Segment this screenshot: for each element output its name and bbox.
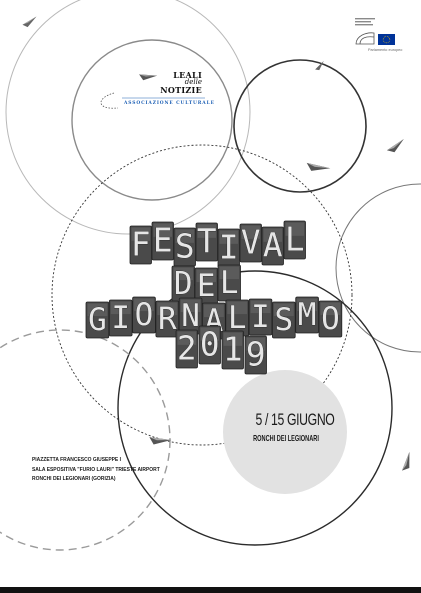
title-letter: 0 — [200, 326, 220, 364]
title-letter-tile: I — [108, 299, 133, 337]
title-letter-tile: R — [155, 300, 180, 338]
paper-plane-icon — [386, 139, 404, 153]
festival-place: RONCHI DEI LEGIONARI — [253, 433, 319, 443]
title-letter-tile: G — [85, 301, 110, 339]
logo-line-1: LEALI — [173, 70, 202, 80]
title-letter: I — [111, 300, 130, 336]
title-letter-tile: I — [248, 298, 273, 336]
orbit-circle-dashed — [0, 329, 171, 551]
title-letter-tile: S — [173, 227, 196, 267]
orbit-circle-lower — [117, 270, 393, 546]
title-letter-tile: M — [295, 296, 319, 334]
title-letter-tile: O — [132, 296, 156, 334]
title-letter-tile: E — [194, 267, 218, 305]
title-letter: I — [251, 299, 270, 335]
orbit-circle-large — [5, 0, 251, 235]
title-letter: R — [158, 301, 177, 337]
logo-tail-dots — [100, 92, 119, 109]
title-letter: 2 — [177, 330, 197, 368]
title-letter: T — [197, 223, 217, 261]
venue-address: PIAZZETTA FRANCESCO GIUSEPPE I SALA ESPO… — [32, 456, 171, 485]
title-letter-tile: F — [129, 225, 152, 265]
title-letter-tile: N — [178, 297, 203, 335]
logo-line-2: delle — [184, 78, 202, 86]
title-letter: 9 — [246, 336, 266, 374]
title-letter: L — [285, 221, 305, 259]
logo-line-3: NOTIZIE — [160, 85, 202, 95]
title-letter-tile: 1 — [221, 330, 244, 370]
title-letter: E — [153, 222, 173, 260]
paper-plane-icon — [149, 437, 172, 445]
partner-label: Parlamento europeo — [368, 48, 403, 52]
title-letter: M — [298, 297, 317, 333]
title-letter-tile: L — [283, 220, 306, 260]
venue-line: RONCHI DEI LEGIONARI (GORIZIA) — [32, 476, 116, 482]
title-letter-tile: E — [151, 221, 174, 261]
title-letter: I — [219, 229, 239, 267]
title-letter-tile: 0 — [198, 325, 221, 365]
paper-plane-icon — [402, 451, 410, 471]
title-letter: S — [175, 228, 195, 266]
orbit-circle-dark — [233, 59, 367, 193]
title-letter: F — [131, 226, 151, 264]
title-letter: S — [274, 302, 293, 338]
title-letter: G — [88, 302, 107, 338]
title-letter: O — [321, 301, 340, 337]
title-letter: L — [228, 300, 247, 336]
bottom-bar — [0, 587, 421, 593]
title-letter-tile: A — [261, 226, 284, 266]
festival-dates: 5 / 15 GIUGNO — [255, 410, 335, 429]
title-letter-tile: 9 — [244, 335, 267, 375]
title-letter: V — [241, 224, 261, 262]
orbit-circle-dotted — [51, 144, 353, 446]
title-letter: E — [197, 268, 216, 304]
paper-plane-icon — [22, 16, 37, 28]
title-letter-tile: S — [271, 301, 296, 339]
title-letter-tile: O — [318, 300, 343, 338]
venue-line: PIAZZETTA FRANCESCO GIUSEPPE I — [32, 457, 122, 463]
title-letter: 1 — [223, 331, 243, 369]
date-disc — [223, 370, 347, 494]
title-letter-tile: D — [171, 265, 195, 303]
title-letter: D — [174, 266, 193, 302]
title-letter-tile: T — [195, 222, 218, 262]
paper-plane-icon — [139, 74, 158, 81]
paper-plane-icon — [306, 162, 331, 171]
title-letter: L — [220, 265, 239, 301]
logo-subtitle: ASSOCIAZIONE CULTURALE — [124, 101, 215, 106]
title-letter: O — [135, 297, 154, 333]
orbit-circle-edge — [335, 183, 421, 353]
orbit-circle-logo — [71, 39, 233, 201]
title-letter: A — [263, 227, 283, 265]
title-letter-tile: L — [225, 299, 250, 337]
title-letter-tile: 2 — [175, 329, 198, 369]
title-letter-tile: L — [217, 264, 241, 302]
european-parliament-logo-icon — [355, 18, 395, 45]
paper-plane-icon — [315, 60, 324, 71]
title-letter: N — [181, 298, 200, 334]
title-letter-tile: V — [239, 223, 262, 263]
venue-line: SALA ESPOSITIVA "FURIO LAURI" TRIESTE AI… — [32, 466, 160, 473]
title-letter-tile: I — [217, 228, 240, 268]
